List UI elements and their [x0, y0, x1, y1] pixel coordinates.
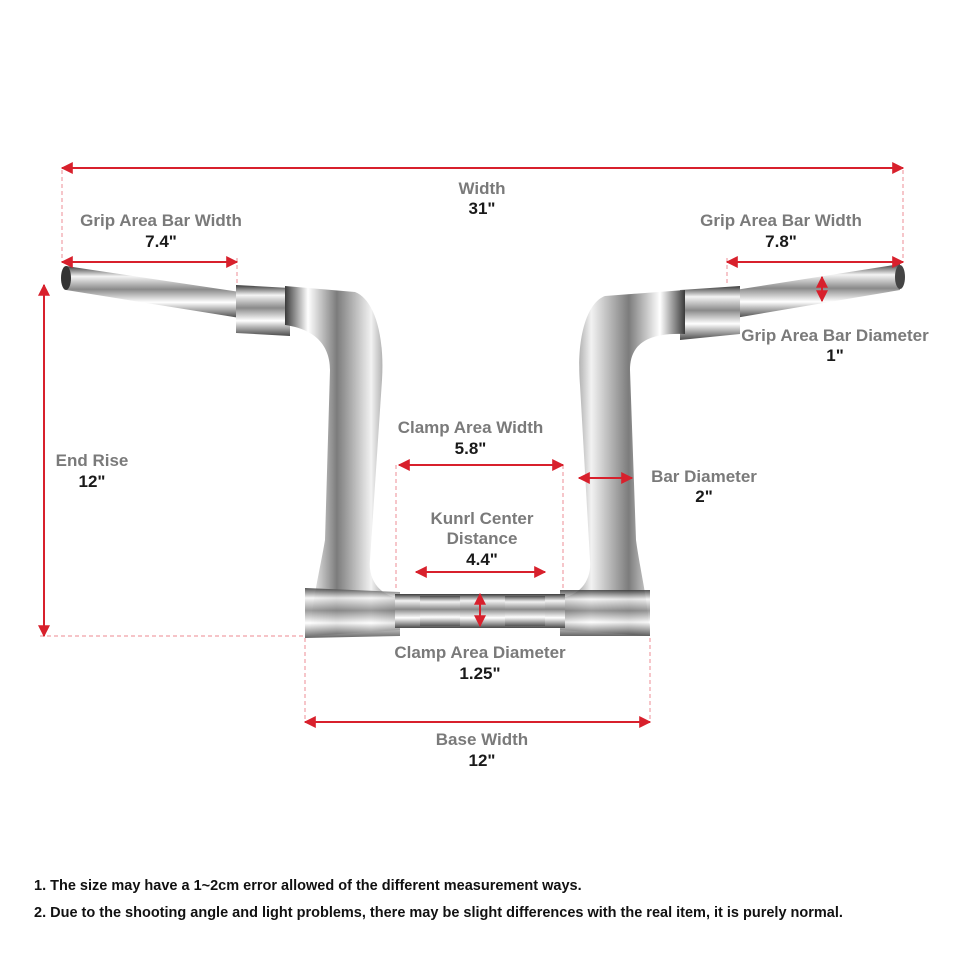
clamp-width-label: Clamp Area Width — [397, 418, 544, 437]
note-1: 1. The size may have a 1~2cm error allow… — [34, 878, 582, 894]
base-width-label: Base Width — [435, 730, 529, 749]
width-value: 31" — [468, 199, 496, 218]
end-rise-label: End Rise — [55, 451, 129, 470]
grip-diameter-label: Grip Area Bar Diameter — [741, 326, 929, 345]
dimension-lines — [38, 162, 905, 728]
clamp-width-value: 5.8" — [454, 439, 487, 458]
base-width-value: 12" — [468, 751, 496, 770]
grip-right-value: 7.8" — [765, 232, 797, 251]
note-2: 2. Due to the shooting angle and light p… — [34, 905, 843, 921]
end-rise-value: 12" — [78, 472, 106, 491]
grip-left-label: Grip Area Bar Width — [80, 211, 242, 230]
extension-lines — [40, 170, 904, 722]
bar-diameter-value: 2" — [695, 487, 713, 506]
knurl-label-line1: Kunrl Center — [430, 509, 534, 528]
width-label: Width — [458, 179, 506, 198]
bar-diameter-label: Bar Diameter — [651, 467, 757, 486]
grip-diameter-value: 1" — [826, 346, 844, 365]
grip-left-value: 7.4" — [145, 232, 177, 251]
knurl-value: 4.4" — [466, 550, 498, 569]
handlebar-illustration — [61, 264, 905, 638]
clamp-diameter-label: Clamp Area Diameter — [394, 643, 566, 662]
knurl-label-line2: Distance — [446, 529, 518, 548]
grip-right-label: Grip Area Bar Width — [700, 211, 862, 230]
clamp-diameter-value: 1.25" — [459, 664, 501, 683]
